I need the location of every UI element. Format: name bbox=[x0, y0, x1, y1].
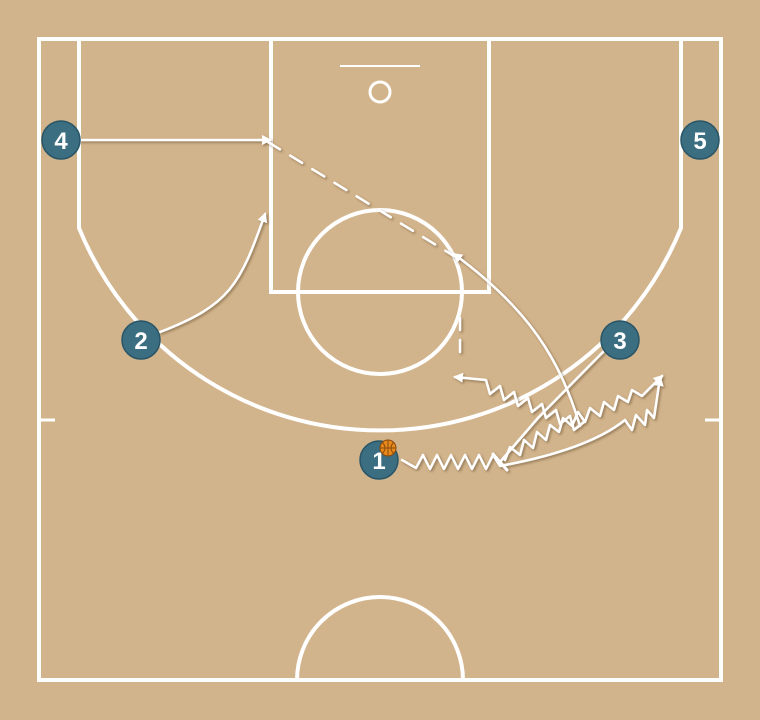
player-5-label: 5 bbox=[693, 128, 706, 155]
cut-line-3 bbox=[452, 252, 582, 428]
key-paint bbox=[269, 37, 491, 294]
screen-line-3 bbox=[498, 350, 605, 464]
dribble-line-a bbox=[400, 376, 664, 471]
player-4-label: 4 bbox=[54, 128, 68, 155]
player-4[interactable]: 4 bbox=[41, 120, 81, 160]
three-point-line bbox=[77, 39, 683, 433]
play-actions bbox=[78, 135, 664, 472]
hoop bbox=[368, 80, 392, 104]
players: 1 2 3 4 5 bbox=[41, 120, 720, 480]
player-3-label: 3 bbox=[613, 328, 626, 355]
dribble-line-b bbox=[503, 374, 664, 462]
cut-line-2 bbox=[158, 212, 268, 334]
dribble-line-c bbox=[453, 372, 586, 432]
player-3[interactable]: 3 bbox=[600, 320, 640, 360]
player-2[interactable]: 2 bbox=[121, 320, 161, 360]
player-1-label: 1 bbox=[372, 448, 385, 475]
basketball-icon bbox=[379, 439, 397, 457]
center-circle bbox=[295, 595, 465, 681]
player-2-label: 2 bbox=[134, 328, 147, 355]
pass-line-4-to-3 bbox=[266, 140, 456, 258]
player-5[interactable]: 5 bbox=[680, 120, 720, 160]
